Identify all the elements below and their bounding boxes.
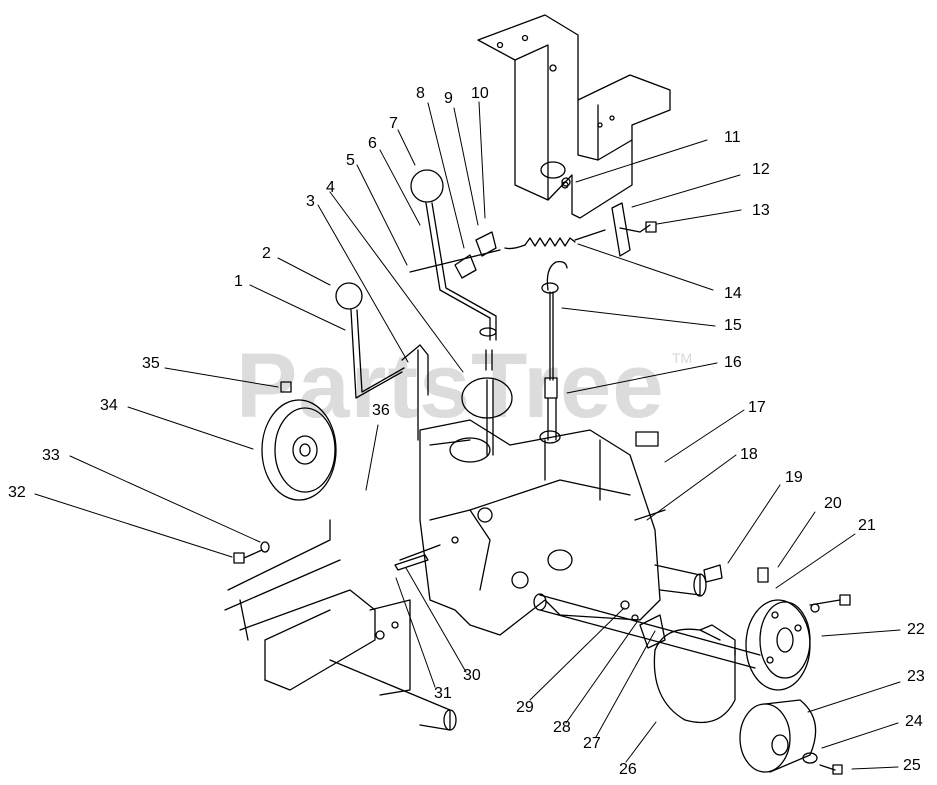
watermark-trademark: TM bbox=[672, 350, 693, 366]
brake-drum bbox=[739, 699, 817, 773]
callout-20: 20 bbox=[824, 495, 842, 512]
callout-8: 8 bbox=[416, 85, 425, 102]
callout-4: 4 bbox=[326, 179, 335, 196]
callout-28: 28 bbox=[553, 719, 571, 736]
bolt-and-washer bbox=[233, 541, 270, 564]
set-screw bbox=[280, 381, 292, 393]
upper-mounting-bracket bbox=[477, 14, 671, 219]
dome-cap bbox=[461, 377, 513, 456]
callout-5: 5 bbox=[346, 152, 355, 169]
small-hardware bbox=[620, 600, 639, 622]
pins bbox=[394, 544, 441, 571]
callout-27: 27 bbox=[583, 735, 601, 752]
callout-1: 1 bbox=[234, 273, 243, 290]
callout-10: 10 bbox=[471, 85, 489, 102]
callout-11: 11 bbox=[724, 129, 741, 146]
callout-25: 25 bbox=[903, 757, 921, 774]
callout-34: 34 bbox=[100, 397, 118, 414]
callout-33: 33 bbox=[42, 447, 60, 464]
callout-2: 2 bbox=[262, 245, 271, 262]
lever-clips bbox=[409, 231, 501, 279]
callout-21: 21 bbox=[858, 517, 876, 534]
shift-lever bbox=[410, 169, 497, 371]
callout-7: 7 bbox=[389, 115, 398, 132]
drum-washer-and-bolt bbox=[802, 752, 843, 775]
callout-24: 24 bbox=[905, 713, 923, 730]
bracket-and-bolt bbox=[611, 202, 657, 257]
callout-31: 31 bbox=[434, 685, 452, 702]
callout-6: 6 bbox=[368, 135, 377, 152]
callout-18: 18 bbox=[740, 446, 758, 463]
pulley bbox=[261, 399, 337, 501]
callout-3: 3 bbox=[306, 193, 315, 210]
callout-29: 29 bbox=[516, 699, 534, 716]
callout-36: 36 bbox=[372, 402, 390, 419]
spring bbox=[504, 229, 606, 250]
callout-35: 35 bbox=[142, 355, 160, 372]
callout-9: 9 bbox=[444, 90, 453, 107]
left-axle-shaft bbox=[533, 593, 761, 669]
callout-32: 32 bbox=[8, 484, 26, 501]
callout-15: 15 bbox=[724, 317, 742, 334]
callout-13: 13 bbox=[752, 202, 770, 219]
callout-14: 14 bbox=[724, 285, 742, 302]
callout-22: 22 bbox=[907, 621, 925, 638]
callout-19: 19 bbox=[785, 469, 803, 486]
callout-12: 12 bbox=[752, 161, 770, 178]
leader-lines bbox=[34, 101, 901, 770]
hub-key-and-bolt bbox=[757, 567, 851, 613]
callout-17: 17 bbox=[748, 399, 766, 416]
tractor-frame bbox=[224, 519, 457, 731]
control-lever bbox=[335, 282, 429, 441]
output-shaft bbox=[654, 564, 707, 597]
key bbox=[703, 564, 723, 583]
callout-26: 26 bbox=[619, 761, 637, 778]
brake-band bbox=[639, 614, 736, 724]
brake-hub bbox=[745, 599, 811, 691]
callout-30: 30 bbox=[463, 667, 481, 684]
cable-rod-and-fitting bbox=[541, 260, 568, 441]
transmission-housing bbox=[419, 419, 666, 636]
watermark-text: PartsTree bbox=[236, 335, 665, 437]
callout-23: 23 bbox=[907, 668, 925, 685]
decal bbox=[635, 431, 659, 447]
callout-16: 16 bbox=[724, 354, 742, 371]
